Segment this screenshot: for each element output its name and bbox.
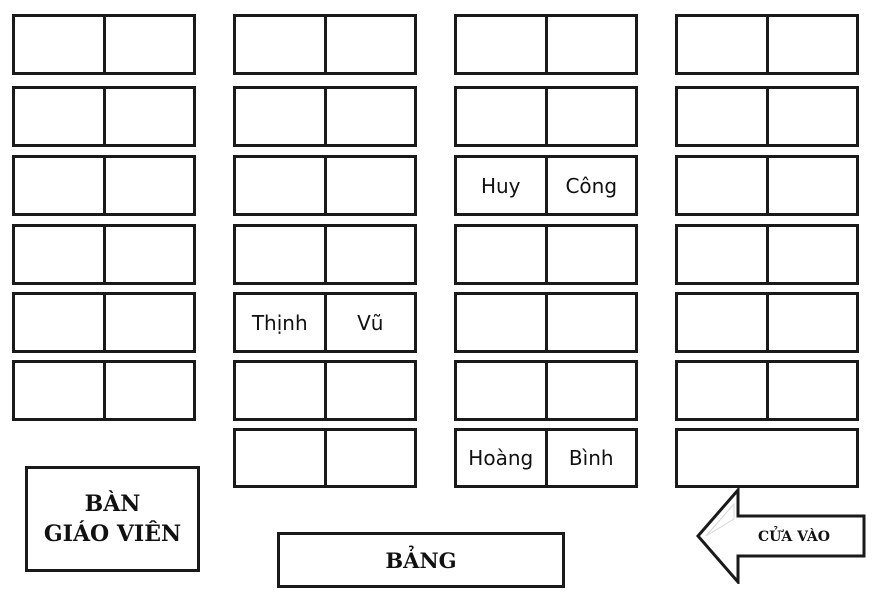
student-desk: [233, 428, 417, 488]
seat-right: [102, 363, 194, 418]
seat-left: [15, 89, 103, 144]
seat-right: [323, 89, 415, 144]
student-desk: [675, 86, 859, 147]
student-desk: [454, 14, 638, 75]
seat-right: [323, 17, 415, 72]
seat-left: [236, 431, 324, 485]
seat-left: [678, 89, 766, 144]
seat-right: [323, 227, 415, 282]
seat-left: [236, 89, 324, 144]
seat-left: [457, 227, 545, 282]
seat-right: [544, 363, 636, 418]
student-desk: Hoàng Bình: [454, 428, 638, 488]
student-desk: [12, 14, 196, 75]
student-desk: [675, 14, 859, 75]
student-desk: Thịnh Vũ: [233, 292, 417, 353]
seat-left: [457, 363, 545, 418]
seat-right: [765, 363, 857, 418]
seat-right: [544, 295, 636, 350]
seat-right: [767, 431, 856, 485]
student-desk: [675, 360, 859, 421]
student-desk: [454, 292, 638, 353]
seat-left: [678, 431, 767, 485]
seat-left: [457, 295, 545, 350]
blackboard: BẢNG: [277, 532, 565, 588]
seat-left: [678, 363, 766, 418]
seat-right: Bình: [544, 431, 636, 485]
student-desk: Huy Công: [454, 155, 638, 216]
seat-left: Hoàng: [468, 446, 534, 470]
seat-right: [323, 363, 415, 418]
teacher-desk-label-line1: BÀN: [84, 491, 141, 517]
seat-left: [15, 363, 103, 418]
student-desk: [12, 86, 196, 147]
board-label: BẢNG: [385, 547, 457, 573]
seat-right: [102, 295, 194, 350]
student-desk: [675, 224, 859, 285]
student-desk: [12, 360, 196, 421]
seat-right: [544, 17, 636, 72]
student-desk: [233, 155, 417, 216]
seat-right: [765, 227, 857, 282]
seat-left: [15, 158, 103, 213]
seat-right: [102, 227, 194, 282]
seat-right: [544, 89, 636, 144]
seat-right: [102, 89, 194, 144]
seat-left: [457, 17, 545, 72]
seat-left: [236, 227, 324, 282]
seat-left: [236, 363, 324, 418]
seat-right: [102, 17, 194, 72]
student-desk: [12, 155, 196, 216]
seat-right: [765, 17, 857, 72]
student-desk: [675, 428, 859, 488]
seat-left: [678, 158, 766, 213]
student-desk: [675, 292, 859, 353]
student-desk: [233, 224, 417, 285]
seat-left: [15, 17, 103, 72]
seat-right: [765, 158, 857, 213]
student-desk: [454, 86, 638, 147]
seat-left: [678, 295, 766, 350]
seat-right: [544, 227, 636, 282]
student-desk: [12, 224, 196, 285]
student-desk: [454, 360, 638, 421]
seat-right: [323, 158, 415, 213]
entrance-label: CỬA VÀO: [758, 529, 830, 545]
teacher-desk-label-line2: GIÁO VIÊN: [43, 521, 182, 547]
door-arrow-icon: [696, 488, 866, 584]
student-desk: [233, 86, 417, 147]
seat-left: [678, 17, 766, 72]
seat-left: Huy: [480, 173, 521, 198]
seat-left: [15, 295, 103, 350]
student-desk: [12, 292, 196, 353]
seat-left: [236, 158, 324, 213]
seat-right: [765, 295, 857, 350]
seat-right: [765, 89, 857, 144]
seat-right: [323, 431, 415, 485]
seat-left: [236, 17, 324, 72]
teacher-desk: BÀN GIÁO VIÊN: [25, 466, 200, 572]
seat-right: [102, 158, 194, 213]
student-desk: [233, 360, 417, 421]
seat-left: [15, 227, 103, 282]
student-desk: [454, 224, 638, 285]
seat-right: Công: [544, 158, 636, 213]
seat-left: [678, 227, 766, 282]
seat-left: Thịnh: [251, 310, 308, 335]
student-desk: [675, 155, 859, 216]
seat-right: Vũ: [323, 295, 415, 350]
seat-left: [457, 89, 545, 144]
student-desk: [233, 14, 417, 75]
